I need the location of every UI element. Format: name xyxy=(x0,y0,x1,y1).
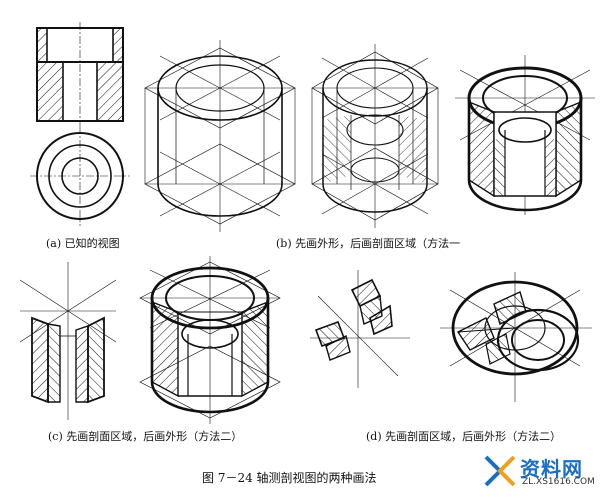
panel-b3-finished xyxy=(455,55,595,215)
figure-title: 图 7－24 轴测剖视图的两种画法 xyxy=(202,471,377,485)
panel-d2-finished xyxy=(440,272,592,402)
caption-b: (b) 先画外形，后画剖面区域（方法一 xyxy=(276,237,461,250)
watermark: 资料网 ZL.XS1616.COM xyxy=(482,451,598,491)
panel-c2-finished xyxy=(140,256,280,424)
watermark-logo-icon xyxy=(482,453,518,489)
panel-b1-outline xyxy=(145,40,295,232)
panel-d1-section xyxy=(310,270,410,388)
watermark-url: ZL.XS1616.COM xyxy=(522,477,595,487)
caption-d: (d) 先画剖面区域，后画外形（方法二） xyxy=(366,430,562,443)
caption-c: (c) 先画剖面区域，后画外形（方法二） xyxy=(48,430,243,443)
caption-a: (a) 已知的视图 xyxy=(46,237,120,250)
panel-b2-construction xyxy=(312,44,438,228)
panel-a-front-view xyxy=(37,22,123,126)
panel-a-top-view xyxy=(30,126,130,226)
panel-c1-section xyxy=(20,262,116,420)
watermark-text: 资料网 xyxy=(520,457,583,481)
